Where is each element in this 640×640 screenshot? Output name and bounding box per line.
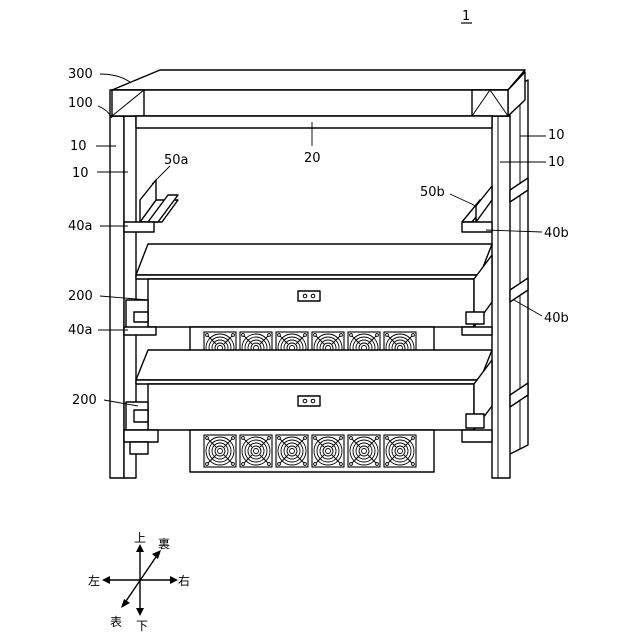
label-50a: 50a <box>164 153 189 168</box>
label-40a-upper: 40a <box>68 219 93 234</box>
figure-number-label: 1 <box>462 9 470 24</box>
rail-50b <box>462 186 492 222</box>
support-40a-upper <box>124 222 154 232</box>
label-10-left-inner: 10 <box>72 166 89 181</box>
dir-down-label: 下 <box>136 619 148 633</box>
label-10-right-outer: 10 <box>548 128 565 143</box>
label-200-lower: 200 <box>72 393 97 408</box>
arrow-left-icon <box>102 576 110 584</box>
dir-up-label: 上 <box>134 531 146 545</box>
label-40a-lower: 40a <box>68 323 93 338</box>
fan-icon <box>240 435 272 467</box>
fan-icon <box>204 435 236 467</box>
fan-icon <box>312 435 344 467</box>
label-300: 300 <box>68 67 93 82</box>
label-40b-lower: 40b <box>544 311 569 326</box>
label-200-upper: 200 <box>68 289 93 304</box>
label-40b-upper: 40b <box>544 226 569 241</box>
label-10-left-outer: 10 <box>70 139 87 154</box>
label-100: 100 <box>68 96 93 111</box>
dir-right-label: 右 <box>178 573 190 588</box>
top-beam <box>136 116 492 128</box>
label-50b: 50b <box>420 185 445 200</box>
label-20: 20 <box>304 151 321 166</box>
arrow-up-icon <box>136 544 144 552</box>
support-40a-lower <box>124 327 156 335</box>
dir-front-label: 表 <box>110 615 122 629</box>
fan-icon <box>384 435 416 467</box>
support-40b-lower <box>462 327 492 335</box>
arrow-front-icon <box>121 599 130 608</box>
label-10-right-inner: 10 <box>548 155 565 170</box>
dir-left-label: 左 <box>88 573 100 588</box>
top-cover <box>110 70 525 116</box>
arrow-back-icon <box>152 550 161 559</box>
unit-200-upper <box>126 244 492 328</box>
fan-icon <box>276 435 308 467</box>
arrow-right-icon <box>170 576 178 584</box>
fan-icon <box>348 435 380 467</box>
direction-indicator: 上 裏 左 右 表 下 <box>88 531 190 633</box>
arrow-down-icon <box>136 608 144 616</box>
dir-back-label: 裏 <box>158 536 170 551</box>
rail-50a <box>140 180 178 222</box>
fan-tray-lower <box>190 430 434 472</box>
